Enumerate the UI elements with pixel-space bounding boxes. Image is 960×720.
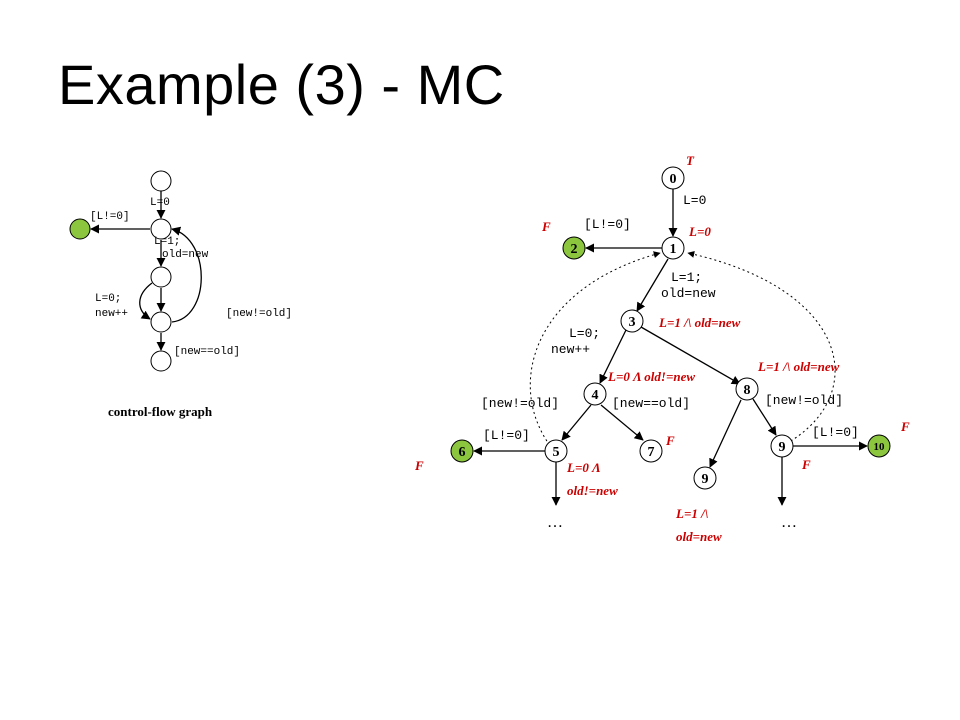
tree-back-edge-9-1 (687, 250, 836, 447)
annotation-state-5-line1: L=0 Λ (566, 460, 601, 475)
tree-node-9b-label: 9 (779, 440, 786, 455)
annotation-L0: L=0 (688, 224, 711, 239)
tree-node-0 (661, 166, 685, 190)
tree-edge-1-3 (636, 258, 669, 312)
annotation-F-6: F (414, 458, 424, 473)
cfg-label-l0b: L=0; (95, 293, 121, 305)
tree-edge-label-lneq0-9: [L!=0] (812, 425, 859, 440)
annotation-F-10: F (900, 419, 910, 434)
annotation-F-7: F (665, 433, 675, 448)
tree-node-3-label: 3 (629, 315, 636, 330)
tree-node-7-label: 7 (648, 445, 655, 460)
execution-tree: 0 1 2 3 4 8 5 7 6 9 10 9 L=0 [L!=0] L=1;… (414, 153, 910, 544)
tree-edge-label-neq-left: [new!=old] (481, 396, 559, 411)
tree-node-10-label: 10 (874, 441, 886, 453)
cfg-node-assign (150, 266, 172, 288)
tree-edge-4-5 (561, 404, 592, 441)
tree-node-6-label: 6 (459, 445, 466, 460)
annotation-F-2: F (541, 219, 551, 234)
annotation-state-8: L=1 /\ old=new (757, 359, 840, 374)
tree-node-7 (639, 439, 663, 463)
cfg-label-lneq0: [L!=0] (90, 211, 130, 223)
tree-node-5 (544, 439, 568, 463)
tree-edge-label-lneq0-5: [L!=0] (483, 428, 530, 443)
tree-back-edge-5-1 (529, 251, 661, 454)
annotation-T: T (686, 153, 695, 168)
cfg-label-newpp: new++ (95, 308, 128, 320)
tree-node-10 (867, 434, 891, 458)
slide-title: Example (3) - MC (58, 53, 505, 116)
tree-edge-8-9a (709, 399, 742, 468)
cfg-node-exit (69, 218, 91, 240)
tree-node-0-label: 0 (670, 172, 677, 187)
tree-edge-3-8 (640, 326, 741, 385)
tree-edge-label-newpp: new++ (551, 342, 590, 357)
cfg-node-end (150, 350, 172, 372)
cfg-label-eq: [new==old] (174, 346, 240, 358)
cfg-caption: control-flow graph (108, 404, 213, 419)
cfg-label-l0: L=0 (150, 197, 170, 209)
cfg-label-neq: [new!=old] (226, 308, 292, 320)
tree-node-9b (770, 434, 794, 458)
control-flow-graph: L=0 [L!=0] L=1; old=new L=0; new++ [new!… (69, 170, 292, 419)
tree-edge-4-7 (600, 404, 644, 441)
annotation-state-4: L=0 Λ old!=new (607, 369, 695, 384)
tree-node-1 (661, 236, 685, 260)
tree-node-9a-label: 9 (702, 472, 709, 487)
tree-edge-8-9b (752, 398, 777, 436)
tree-edge-label-neq-right: [new!=old] (765, 393, 843, 408)
cfg-node-loop (150, 311, 172, 333)
tree-node-2 (562, 236, 586, 260)
annotation-state-9-line1: L=1 /\ (675, 506, 708, 521)
tree-edge-label-eq: [new==old] (612, 396, 690, 411)
annotation-state-5-line2: old!=new (567, 483, 618, 498)
cfg-label-l1: L=1; (154, 236, 180, 248)
tree-edge-label-l0: L=0 (683, 193, 706, 208)
tree-continuation-left: … (547, 514, 563, 531)
annotation-state-9-line2: old=new (676, 529, 722, 544)
tree-node-9a (693, 466, 717, 490)
tree-node-4-label: 4 (592, 388, 599, 403)
tree-node-2-label: 2 (571, 242, 578, 257)
cfg-node-entry (150, 170, 172, 192)
cfg-edge-d-b-back (171, 226, 202, 323)
tree-node-1-label: 1 (670, 242, 677, 257)
tree-edge-3-4 (599, 329, 627, 384)
tree-edge-label-lneq0: [L!=0] (584, 217, 631, 232)
tree-node-5-label: 5 (553, 445, 560, 460)
tree-node-8 (735, 377, 759, 401)
tree-edge-label-oldnew: old=new (661, 286, 716, 301)
tree-node-4 (583, 382, 607, 406)
tree-continuation-right: … (781, 514, 797, 531)
cfg-edge-c-d-loop (139, 282, 153, 320)
tree-node-8-label: 8 (744, 383, 751, 398)
tree-edge-label-l1: L=1; (671, 270, 702, 285)
tree-node-6 (450, 439, 474, 463)
cfg-label-oldnew: old=new (162, 249, 209, 261)
cfg-node-branch (150, 218, 172, 240)
tree-node-3 (620, 309, 644, 333)
annotation-F-9: F (801, 457, 811, 472)
annotation-state-3: L=1 /\ old=new (658, 315, 741, 330)
tree-edge-label-l0b: L=0; (569, 326, 600, 341)
